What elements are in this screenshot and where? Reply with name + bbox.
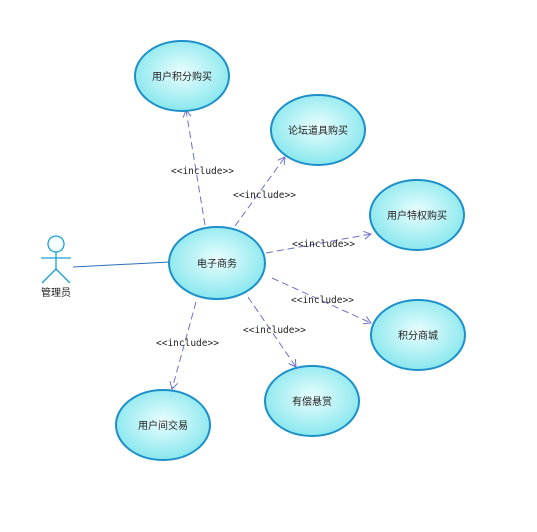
include-connector-uc4[interactable] <box>271 277 372 325</box>
use-case-uc4[interactable]: 积分商城 <box>370 299 466 371</box>
use-case-central-label: 电子商务 <box>197 257 237 270</box>
use-case-uc2[interactable]: 论坛道具购买 <box>270 94 366 166</box>
include-connectors <box>169 109 372 390</box>
include-label-uc2: <<include>> <box>233 190 296 201</box>
use-case-uc3[interactable]: 用户特权购买 <box>369 179 465 251</box>
use-case-uc3-label: 用户特权购买 <box>387 209 447 222</box>
include-connector-uc1[interactable] <box>182 109 206 226</box>
use-case-uc1-label: 用户积分购买 <box>152 70 212 83</box>
include-connector-uc5[interactable] <box>247 296 297 368</box>
use-case-uc2-label: 论坛道具购买 <box>288 124 348 137</box>
include-label-uc5: <<include>> <box>243 325 306 336</box>
include-label-uc4: <<include>> <box>291 295 354 306</box>
use-case-uc4-label: 积分商城 <box>398 329 438 342</box>
include-connector-uc2[interactable] <box>234 156 286 227</box>
include-label-uc1: <<include>> <box>171 166 234 177</box>
use-case-uc5[interactable]: 有偿悬赏 <box>264 365 360 437</box>
actor-association-line[interactable] <box>72 261 171 268</box>
use-case-uc6-label: 用户间交易 <box>138 419 188 432</box>
use-case-uc6[interactable]: 用户间交易 <box>115 389 211 461</box>
include-connector-uc6[interactable] <box>169 301 197 390</box>
include-connector-uc3[interactable] <box>265 230 372 254</box>
include-label-uc6: <<include>> <box>156 338 219 349</box>
use-case-uc1[interactable]: 用户积分购买 <box>134 40 230 112</box>
include-label-uc3: <<include>> <box>292 239 355 250</box>
stick-figure-actor-icon <box>41 235 71 284</box>
actor[interactable]: 管理员 <box>41 235 71 299</box>
actor-label: 管理员 <box>41 286 71 299</box>
use-case-central[interactable]: 电子商务 <box>168 226 266 300</box>
use-case-uc5-label: 有偿悬赏 <box>292 395 332 408</box>
